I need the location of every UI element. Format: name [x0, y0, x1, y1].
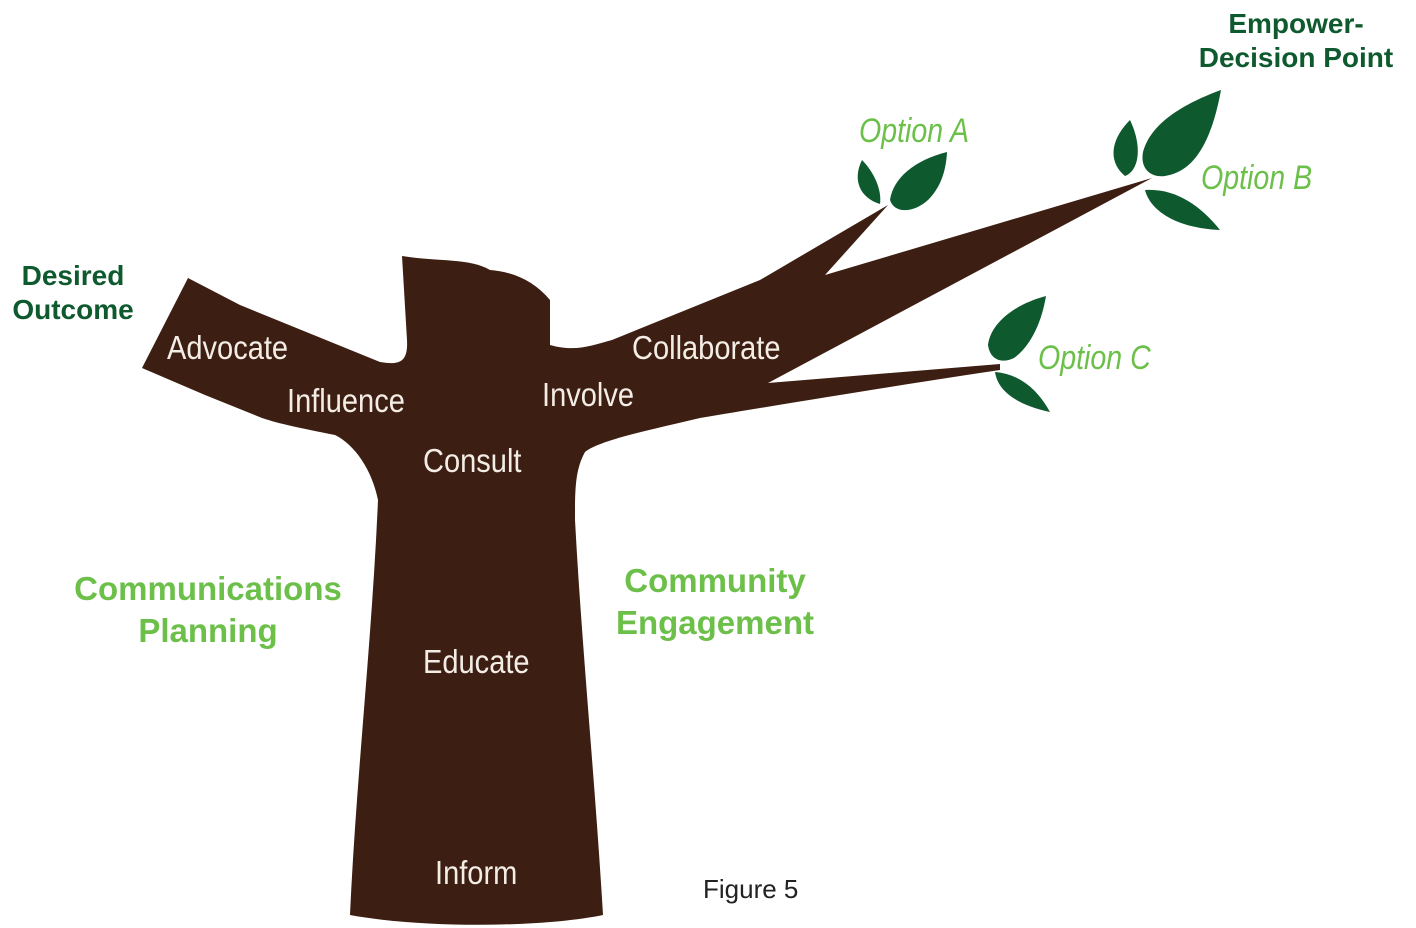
desired-outcome-heading: Desired Outcome: [8, 262, 138, 324]
leaf-option-c-upper: [988, 296, 1046, 361]
option-b-label: Option B: [1201, 159, 1313, 197]
empower-heading: Empower- Decision Point: [1190, 10, 1402, 72]
leaf-option-c-lower: [995, 372, 1050, 412]
option-c-label: Option C: [1038, 339, 1151, 377]
desired-outcome-line-2: Outcome: [12, 294, 134, 325]
educate-label: Educate: [423, 643, 530, 680]
influence-label: Influence: [287, 382, 405, 419]
communications-planning-line-1: Communications: [74, 570, 342, 607]
inform-label: Inform: [435, 854, 518, 891]
collaborate-label: Collaborate: [632, 329, 781, 366]
empower-line-1: Empower-: [1228, 8, 1364, 39]
leaf-option-a-right: [890, 152, 947, 211]
empower-line-2: Decision Point: [1198, 42, 1394, 73]
leaf-option-b-small: [1113, 120, 1138, 176]
option-a-label: Option A: [859, 112, 970, 150]
figure-caption: Figure 5: [703, 874, 799, 904]
communications-planning-heading: Communications Planning: [60, 572, 356, 647]
leaf-option-a-left: [857, 160, 881, 204]
community-engagement-line-2: Engagement: [615, 604, 815, 641]
tree-trunk: [142, 178, 1152, 925]
communications-planning-line-2: Planning: [138, 612, 278, 649]
involve-label: Involve: [542, 376, 635, 413]
leaf-option-b-lower: [1145, 189, 1220, 230]
consult-label: Consult: [423, 442, 522, 479]
leaf-option-b-large: [1142, 90, 1221, 177]
community-engagement-heading: Community Engagement: [600, 564, 830, 639]
advocate-label: Advocate: [167, 329, 289, 366]
community-engagement-line-1: Community: [624, 562, 806, 599]
desired-outcome-line-1: Desired: [21, 260, 125, 291]
